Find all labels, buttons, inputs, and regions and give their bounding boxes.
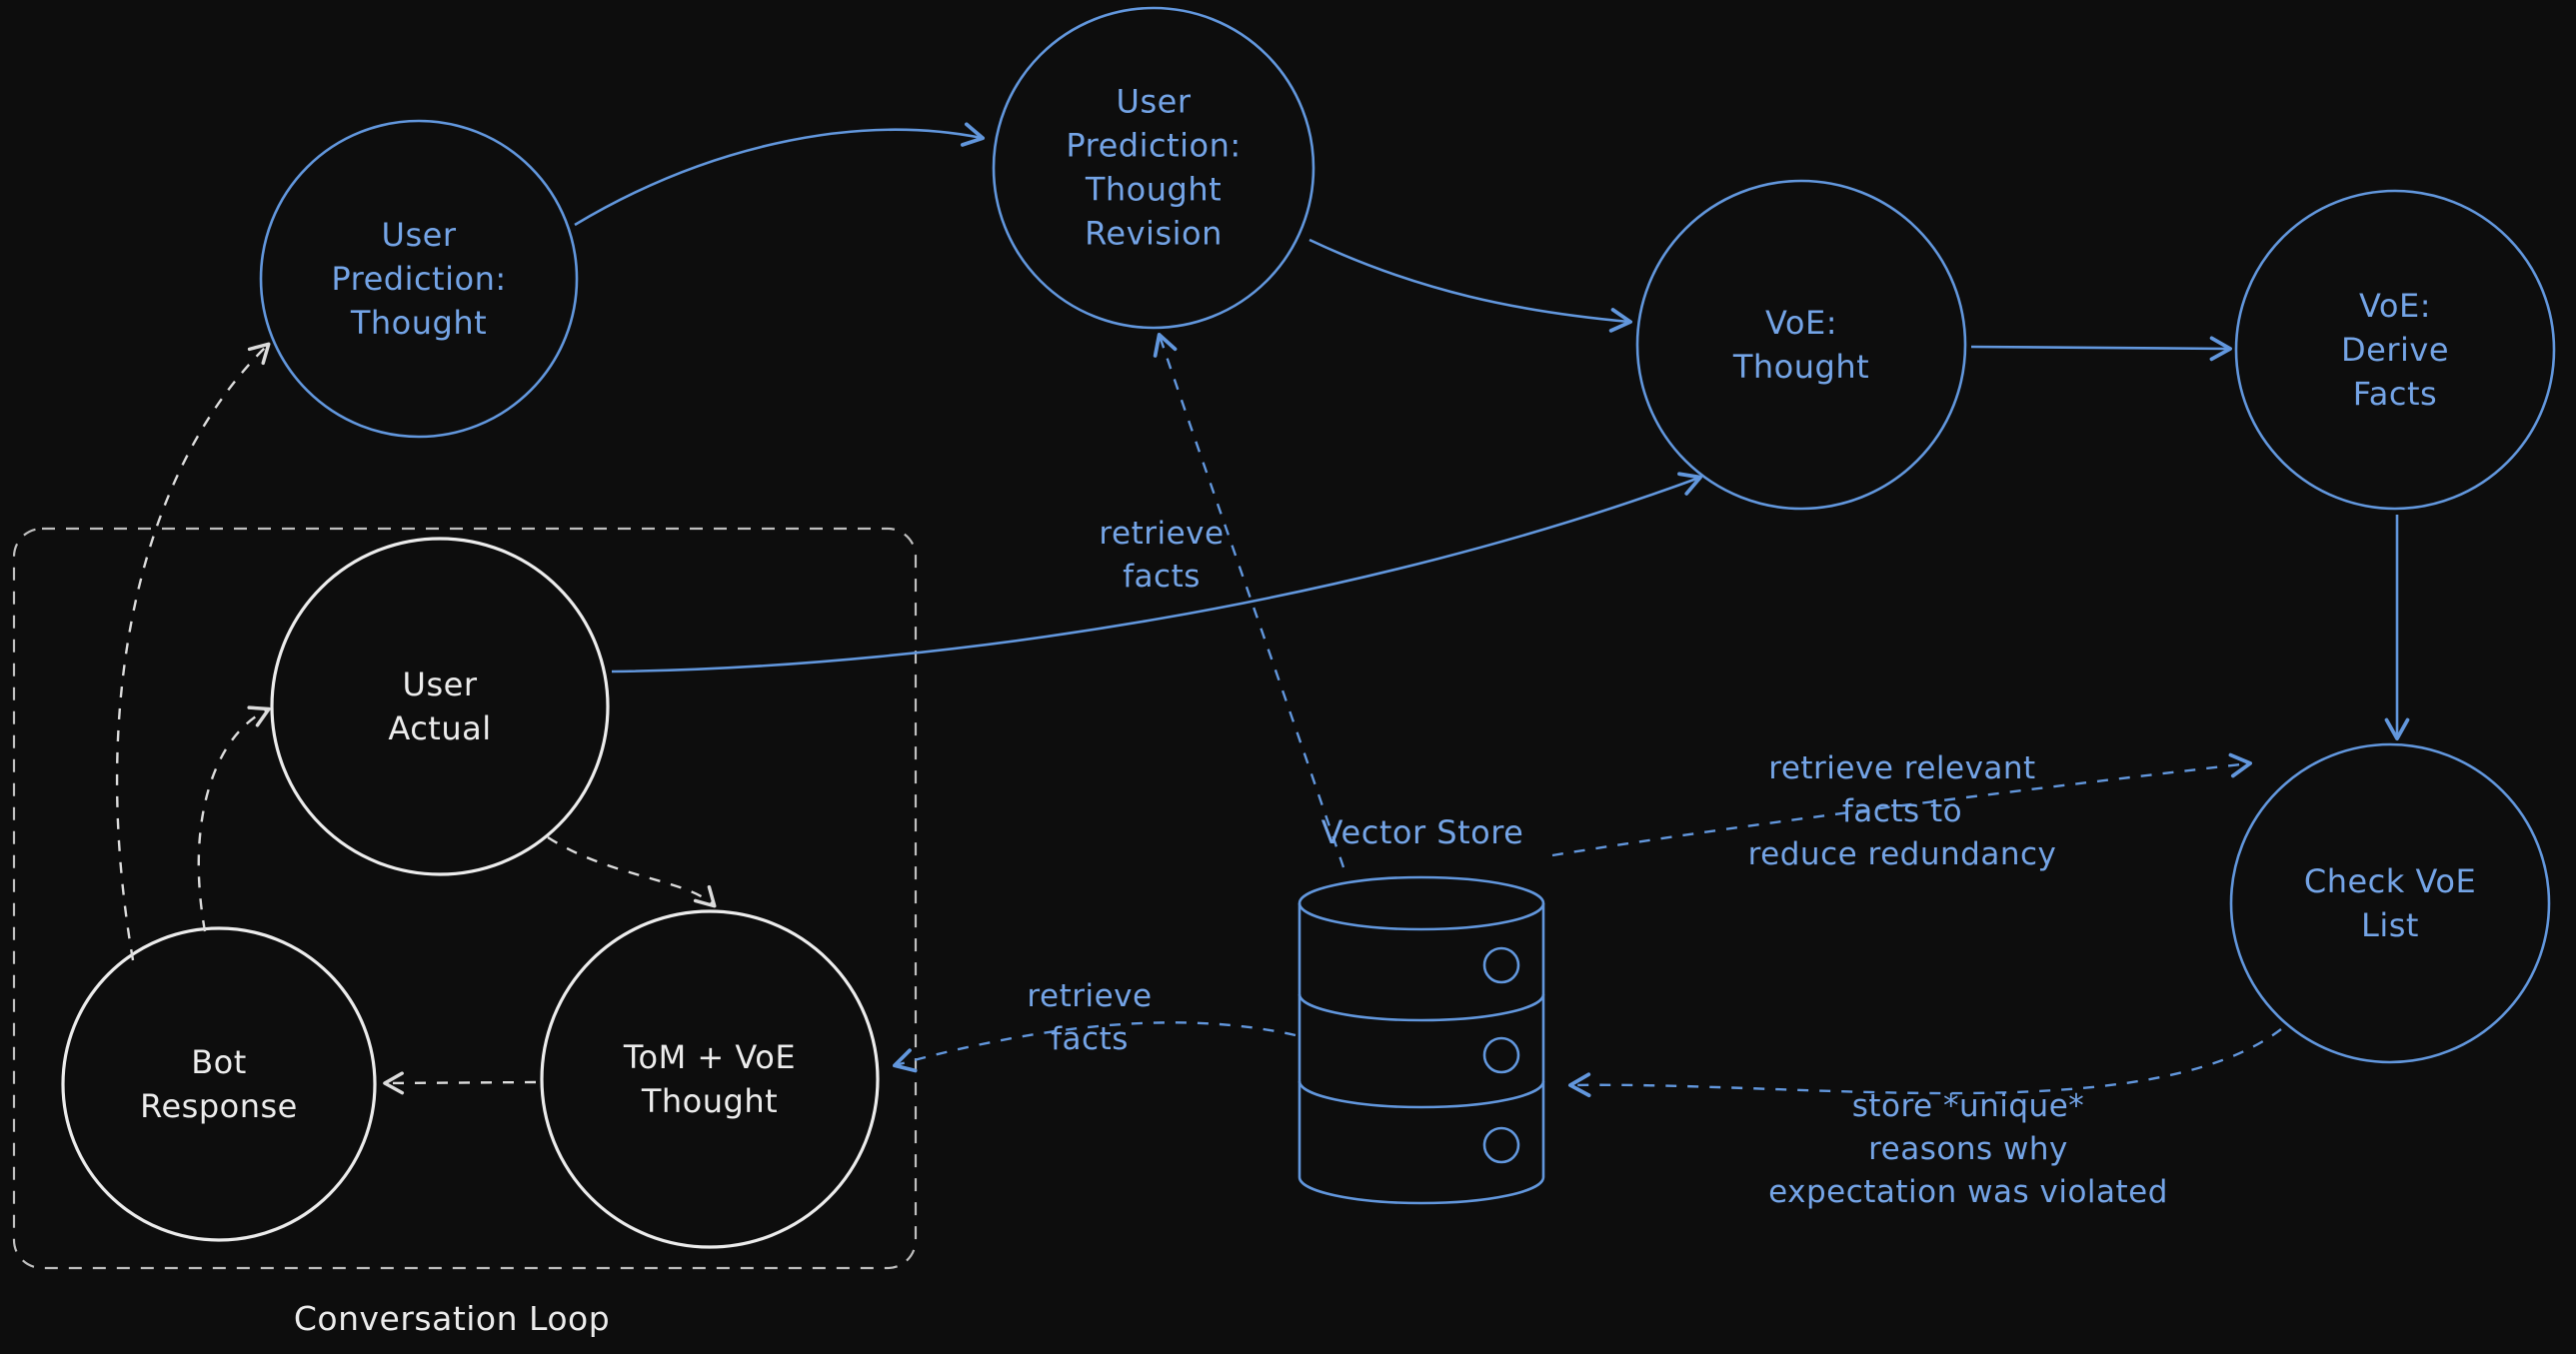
edge-check-list-to-vector-store	[1567, 1028, 2282, 1098]
edge-loop-to-user-prediction	[115, 342, 271, 961]
node-label-voe-thought: VoE: Thought	[1732, 303, 1870, 386]
edge-label-retrieve-facts-upper: retrieve facts	[1099, 516, 1225, 595]
node-voe-thought	[1635, 179, 1967, 511]
edge-vector-store-to-revision	[1153, 333, 1345, 868]
node-user-actual	[270, 537, 610, 876]
node-label-bot-response: Bot Response	[140, 1042, 298, 1125]
node-label-user-prediction-thought-revision: User Prediction: Thought Revision	[1066, 82, 1242, 254]
vector-store-cylinder	[1297, 875, 1545, 1205]
node-label-check-voe-list: Check VoE List	[2303, 861, 2477, 944]
node-label-tom-voe-thought: ToM + VoE Thought	[623, 1037, 797, 1120]
edge-revision-to-voe-thought	[1308, 238, 1633, 333]
edge-vector-store-to-tom-voe	[893, 1021, 1296, 1073]
node-bot-response	[61, 926, 377, 1242]
edge-user-actual-to-tom-voe	[547, 835, 717, 908]
vector-store-label: Vector Store	[1320, 812, 1524, 851]
node-label-user-prediction-thought: User Prediction: Thought	[331, 215, 507, 343]
edge-vector-store-to-check-list	[1551, 752, 2253, 857]
edge-bot-response-to-user-actual	[197, 705, 271, 932]
node-tom-voe-thought	[540, 909, 880, 1249]
edge-voe-thought-to-derive-facts	[1970, 336, 2233, 362]
node-label-voe-derive-facts: VoE: Derive Facts	[2341, 286, 2449, 414]
cylinder-dot-2	[1482, 1036, 1520, 1074]
node-user-prediction-thought-revision	[992, 6, 1315, 330]
edge-tom-voe-to-bot-response	[383, 1071, 537, 1095]
node-label-user-actual: User Actual	[388, 665, 492, 747]
edge-thought-to-revision	[574, 122, 986, 227]
cylinder-bottom	[1297, 1176, 1545, 1205]
cylinder-top	[1297, 875, 1545, 931]
node-check-voe-list	[2229, 742, 2551, 1064]
edge-user-actual-to-voe-thought	[611, 472, 1702, 674]
cylinder-divider-1	[1297, 993, 1545, 1022]
conversation-loop-box	[12, 527, 918, 1270]
cylinder-divider-2	[1297, 1080, 1545, 1109]
edge-label-store-unique: store *unique* reasons why expectation w…	[1768, 1087, 2168, 1210]
cylinder-dot-1	[1482, 946, 1520, 984]
node-voe-derive-facts	[2234, 189, 2556, 511]
edge-label-retrieve-relevant: retrieve relevant facts to reduce redund…	[1747, 749, 2057, 872]
edge-label-retrieve-facts-lower: retrieve facts	[1027, 978, 1153, 1057]
conversation-loop-label: Conversation Loop	[293, 1299, 611, 1339]
node-user-prediction-thought	[259, 119, 579, 439]
cylinder-dot-3	[1482, 1126, 1520, 1164]
